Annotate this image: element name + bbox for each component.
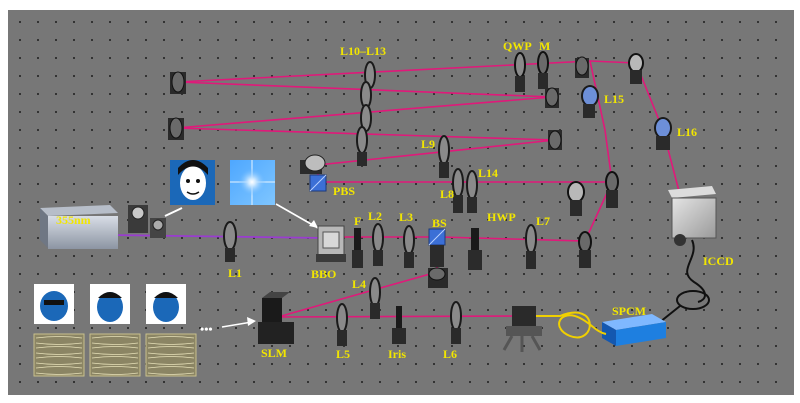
label-l15: L15: [604, 92, 624, 106]
lens-group-l10-l13: [356, 61, 376, 166]
label-l16: L16: [677, 125, 697, 139]
label-spcm: SPCM: [612, 304, 646, 318]
lens-l5: [336, 303, 348, 346]
lens-l6: [450, 301, 462, 344]
label-f: F: [354, 214, 361, 228]
fourier-spectrum: [230, 160, 275, 205]
arrow-head: [247, 317, 256, 326]
label-l6: L6: [443, 347, 457, 361]
lens-l15: [581, 85, 599, 118]
ellipsis: •••: [200, 322, 213, 336]
label-pbs: PBS: [333, 184, 355, 198]
lens-l14: [466, 170, 478, 213]
mirror-bs-down: [428, 267, 448, 288]
lens-l16: [654, 117, 672, 150]
fiber-loop: [558, 311, 607, 339]
filter-f: [352, 228, 363, 268]
quarter-wave-plate: [514, 52, 526, 92]
label-iris: Iris: [388, 347, 406, 361]
label-m: M: [539, 39, 550, 53]
label-l5: L5: [336, 347, 350, 361]
mirror-left-bottom: [168, 117, 184, 140]
lens-l4: [369, 277, 381, 319]
label-l10-l13: L10–L13: [340, 44, 386, 58]
laser-box: [40, 205, 118, 249]
lens-l1: [223, 221, 237, 262]
label-l4: L4: [352, 277, 366, 291]
lens-l9: [438, 135, 450, 178]
spcm-detector: [602, 314, 666, 346]
hologram-pattern-set: [33, 333, 197, 377]
label-bs: BS: [432, 216, 447, 230]
beam-to-iccd: [589, 60, 681, 196]
iccd-camera: [668, 186, 717, 303]
label-l8: L8: [440, 187, 454, 201]
pump-beam-violet: [109, 234, 326, 239]
arrow-images-to-slm: [221, 321, 253, 328]
polarizing-beam-splitter: [300, 154, 327, 192]
label-hwp: HWP: [487, 210, 516, 224]
lens-l7: [525, 224, 537, 269]
half-wave-plate: [468, 228, 482, 270]
label-l14: L14: [478, 166, 498, 180]
label-laser: 355nm: [56, 213, 91, 227]
label-l2: L2: [368, 209, 382, 223]
label-l9: L9: [421, 137, 435, 151]
slm-device: [258, 292, 294, 344]
label-iccd: ICCD: [703, 254, 734, 268]
beam-l15: [589, 60, 613, 183]
mirror-top-right: [575, 53, 644, 84]
lens-l2: [372, 223, 384, 266]
lens-l3: [403, 225, 415, 268]
mirror-right-lower: [567, 171, 619, 268]
label-l7: L7: [536, 214, 550, 228]
label-l1: L1: [228, 266, 242, 280]
label-bbo: BBO: [311, 267, 336, 281]
bbo-crystal: [316, 225, 346, 262]
mirror-left-top: [170, 71, 186, 94]
cable-iccd-spcm: [659, 305, 681, 323]
mirror-m: [537, 51, 549, 89]
iris: [392, 306, 406, 344]
lens-l8: [452, 168, 464, 213]
label-slm: SLM: [261, 346, 287, 360]
iccd-cable-coil: [676, 290, 710, 310]
periscope-mount: [128, 205, 183, 238]
mirror-right-group: [545, 87, 562, 150]
face-image-set: [34, 284, 186, 324]
label-l3: L3: [399, 210, 413, 224]
fiber-coupler: [502, 306, 542, 352]
label-qwp: QWP: [503, 39, 532, 53]
face-image: [170, 160, 215, 205]
beam-splitter-bs: [428, 228, 446, 267]
